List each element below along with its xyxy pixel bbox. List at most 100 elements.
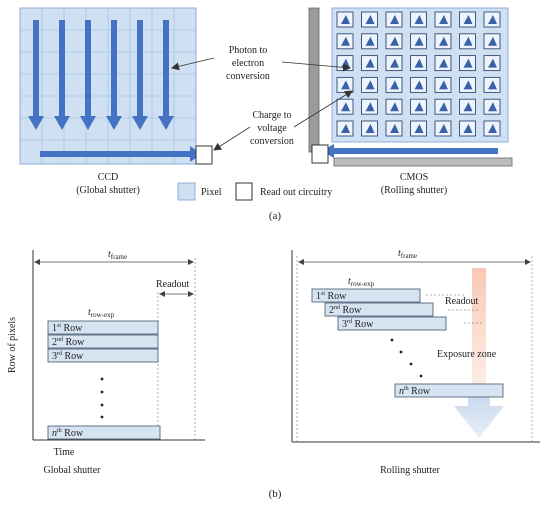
global-row-bar xyxy=(47,425,161,440)
photodiode-icon xyxy=(390,124,399,133)
rolling-readout-ticks xyxy=(426,294,484,324)
global-shutter-plot: tframe Readout trow-exp 1st Row 2nd Row 3r… xyxy=(7,249,205,476)
photon-label-line3: conversion xyxy=(226,71,270,82)
photodiode-icon xyxy=(365,15,375,24)
cmos-pixel-array xyxy=(331,7,509,143)
photodiode-icon xyxy=(365,36,375,46)
rolling-row-bar xyxy=(394,383,504,398)
ccd-vertical-arrows xyxy=(28,20,174,130)
photodiode-icon xyxy=(414,36,424,46)
photodiode-icon xyxy=(414,102,424,112)
photodiode-icon xyxy=(439,15,448,24)
rolling-ellipsis-dots xyxy=(390,338,423,378)
rolling-readout-label: Readout xyxy=(445,296,479,307)
photodiode-icon xyxy=(488,124,497,133)
ellipsis-dot xyxy=(399,350,403,354)
photon-pointer-cmos xyxy=(281,61,351,72)
ellipsis-dot xyxy=(390,338,394,342)
global-row-bar xyxy=(47,320,159,335)
global-row-bar xyxy=(47,348,159,363)
legend-readout-label: Read out circuitry xyxy=(260,187,332,198)
photon-label-line1: Photon to xyxy=(229,45,268,56)
rolling-row-label: nth Row xyxy=(399,386,431,397)
photodiode-icon xyxy=(463,15,473,24)
photodiode-icon xyxy=(390,15,399,24)
rolling-exposure-label: Exposure zone xyxy=(437,349,497,360)
global-row-label: 1st Row xyxy=(52,323,83,334)
photodiode-icon xyxy=(439,124,448,133)
cmos-row-select-circuit xyxy=(308,7,320,153)
ccd-arrow-down xyxy=(54,20,70,130)
ccd-readout-box xyxy=(195,145,213,165)
photodiode-icon xyxy=(439,80,448,90)
rolling-row-bar xyxy=(324,302,434,317)
photodiode-icon xyxy=(488,102,497,112)
ccd-subtitle: (Global shutter) xyxy=(76,185,140,196)
global-tframe-label: tframe xyxy=(108,249,127,261)
rolling-row-bar xyxy=(311,288,421,303)
photon-callout: Photon to electron conversion xyxy=(171,45,351,82)
caption-b: (b) xyxy=(269,488,282,500)
photodiode-icon xyxy=(414,80,424,90)
rolling-trow-label: trow-exp xyxy=(348,276,375,288)
ccd-arrow-down xyxy=(106,20,122,130)
photodiode-icon xyxy=(341,36,350,46)
rolling-shutter-plot: tframe Readout Exposure zone trow-exp 1s… xyxy=(291,248,540,476)
rolling-row-label: 2nd Row xyxy=(329,305,362,316)
ccd-arrow-down xyxy=(80,20,96,130)
ellipsis-dot xyxy=(409,362,413,366)
cmos-title: CMOS xyxy=(400,172,428,183)
global-shutter-title: Global shutter xyxy=(44,465,102,476)
cmos-column-readout-bar xyxy=(333,157,513,167)
photodiode-icon xyxy=(365,58,375,68)
photodiode-icon xyxy=(390,58,399,68)
photodiode-icon xyxy=(390,102,399,112)
photon-label-line2: electron xyxy=(232,58,264,69)
photon-pointer-ccd xyxy=(171,57,215,71)
charge-label-line2: voltage xyxy=(257,123,287,134)
global-y-axis-label: Row of pixels xyxy=(7,317,18,373)
ccd-title: CCD xyxy=(98,172,119,183)
photodiode-icon xyxy=(463,102,473,112)
rolling-shutter-title: Rolling shutter xyxy=(380,465,440,476)
ccd-arrow-down xyxy=(132,20,148,130)
ellipsis-dot xyxy=(419,374,423,378)
photodiode-icon xyxy=(341,15,350,24)
photodiode-icon xyxy=(488,80,497,90)
cmos-sensor xyxy=(308,7,513,167)
rolling-exposure-arrow xyxy=(454,390,504,438)
cmos-subtitle: (Rolling shutter) xyxy=(381,185,447,196)
ccd-sensor xyxy=(19,7,213,165)
photodiode-icon xyxy=(488,36,497,46)
rolling-row-bar xyxy=(337,316,447,331)
photodiode-icon xyxy=(390,36,399,46)
charge-label-line3: conversion xyxy=(250,136,294,147)
photodiode-icon xyxy=(414,58,424,68)
legend-readout-swatch xyxy=(235,182,253,201)
ccd-arrow-down xyxy=(158,20,174,130)
ellipsis-dot xyxy=(100,390,104,394)
ccd-horizontal-arrow xyxy=(40,146,202,162)
global-x-axis-label: Time xyxy=(54,447,75,458)
cmos-readout-box xyxy=(311,144,329,164)
global-trow-label: trow-exp xyxy=(88,307,115,319)
charge-pointer-ccd xyxy=(213,126,251,151)
charge-label-line1: Charge to xyxy=(253,110,292,121)
photodiode-icon xyxy=(365,80,375,90)
photodiode-icon xyxy=(439,102,448,112)
global-row-label: 2nd Row xyxy=(52,337,85,348)
global-row-bar xyxy=(47,334,159,349)
global-row-label: 3rd Row xyxy=(52,351,84,362)
cmos-pixel-cells xyxy=(336,11,501,137)
global-readout-label: Readout xyxy=(156,279,190,290)
ellipsis-dot xyxy=(100,403,104,407)
photodiode-icon xyxy=(439,36,448,46)
photodiode-icon xyxy=(365,102,375,112)
rolling-readout-stripe xyxy=(472,268,486,392)
ellipsis-dot xyxy=(100,415,104,419)
photodiode-icon xyxy=(463,124,473,133)
rolling-tframe-label: tframe xyxy=(398,248,417,260)
photodiode-icon xyxy=(463,36,473,46)
